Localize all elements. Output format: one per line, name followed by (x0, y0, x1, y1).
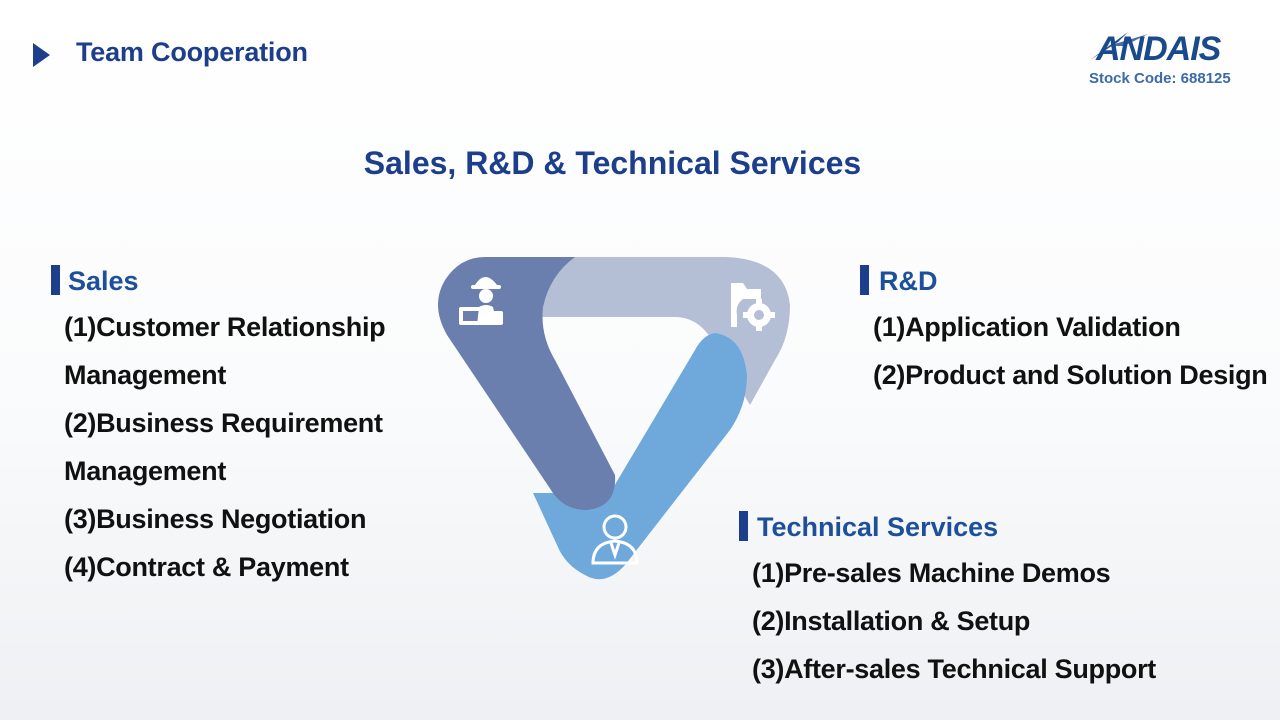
rd-item: (2)Product and Solution Design (873, 360, 1268, 390)
sales-item: (2)Business Requirement (64, 408, 383, 438)
tech-section-bar (739, 511, 748, 541)
logo-swoosh-icon (1090, 32, 1148, 60)
sales-item: Management (64, 360, 227, 390)
sales-item: Management (64, 456, 227, 486)
slide-title: Sales, R&D & Technical Services (363, 145, 862, 181)
diagram-band-right (533, 333, 747, 580)
header-arrow-icon (33, 43, 50, 67)
company-logo: ANDAIS (1088, 28, 1221, 70)
tech-item: (1)Pre-sales Machine Demos (752, 558, 1111, 588)
person-icon (591, 514, 639, 565)
page-header-title: Team Cooperation (76, 37, 308, 67)
sales-section-title: Sales (68, 266, 139, 296)
rd-section-title: R&D (879, 266, 938, 296)
sales-item: (1)Customer Relationship (64, 312, 386, 342)
sales-section-bar (51, 265, 60, 295)
tech-item: (2)Installation & Setup (752, 606, 1031, 636)
sales-item: (3)Business Negotiation (64, 504, 367, 534)
rd-item: (1)Application Validation (873, 312, 1181, 342)
diagram-band-top (520, 257, 790, 405)
cycle-diagram (437, 257, 790, 580)
logo-text: ANDAIS (1096, 30, 1221, 68)
tech-section-title: Technical Services (757, 512, 999, 542)
tech-item: (3)After-sales Technical Support (752, 654, 1156, 684)
sales-item: (4)Contract & Payment (64, 552, 349, 582)
engineer-icon (459, 277, 503, 325)
folder-gear-icon (731, 283, 775, 331)
rd-section-bar (860, 265, 869, 295)
stock-code: Stock Code: 688125 (1089, 70, 1231, 87)
